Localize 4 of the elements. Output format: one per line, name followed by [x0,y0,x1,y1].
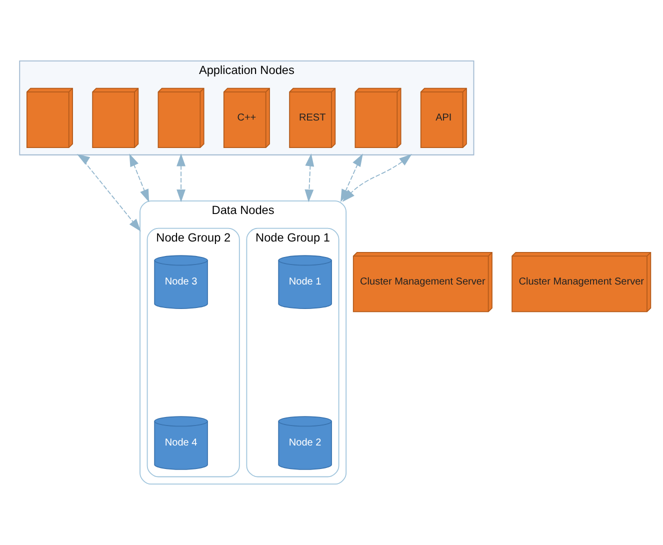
arrow [304,154,314,202]
arrow [76,154,141,232]
arrow [176,153,186,202]
arrow [129,154,150,202]
